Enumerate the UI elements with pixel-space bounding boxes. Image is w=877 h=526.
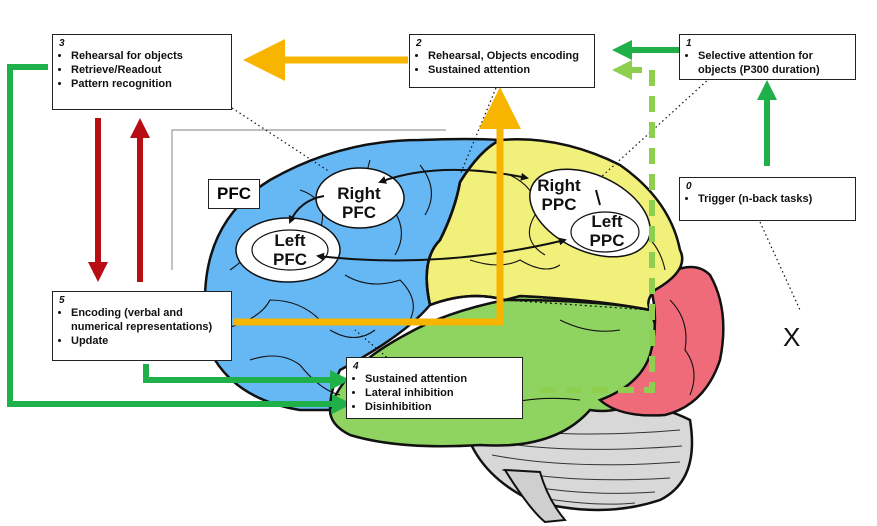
left-pfc-label: Left PFC bbox=[254, 231, 326, 269]
box-2-item: Sustained attention bbox=[428, 63, 588, 77]
box-4-item: Lateral inhibition bbox=[365, 386, 516, 400]
right-to-left-pfc-arrow bbox=[288, 195, 325, 224]
box-5-item: Update bbox=[71, 334, 225, 348]
box-4-sustained-attention: 4 Sustained attention Lateral inhibition… bbox=[346, 357, 523, 419]
box-5-encoding: 5 Encoding (verbal and numerical represe… bbox=[52, 291, 232, 361]
left-pfc-label-line2: PFC bbox=[273, 250, 307, 269]
box-3-item: Rehearsal for objects bbox=[71, 49, 225, 63]
box-1-number: 1 bbox=[686, 38, 692, 49]
box-5-item: Encoding (verbal and numerical represent… bbox=[71, 306, 225, 334]
box-0-item: Trigger (n-back tasks) bbox=[698, 192, 849, 206]
box-3-number: 3 bbox=[59, 38, 65, 49]
right-pfc-label-line1: Right bbox=[337, 184, 381, 203]
occipital-lobe bbox=[597, 265, 725, 417]
right-ppc-label-line1: Right bbox=[537, 176, 581, 195]
right-ppc-label: Right PPC bbox=[524, 176, 594, 214]
brainstem bbox=[503, 468, 567, 524]
right-pfc-label: Right PFC bbox=[322, 184, 396, 222]
pfc-ppc-lower-arrow bbox=[316, 237, 567, 262]
box-4-item: Disinhibition bbox=[365, 400, 516, 414]
box-3-rehearsal-objects: 3 Rehearsal for objects Retrieve/Readout… bbox=[52, 34, 232, 110]
lateral-fissure bbox=[429, 294, 651, 312]
left-pfc-label-line1: Left bbox=[274, 231, 306, 250]
leader-lines bbox=[231, 77, 801, 361]
box-2-rehearsal-encoding: 2 Rehearsal, Objects encoding Sustained … bbox=[409, 34, 595, 88]
green-arrows bbox=[7, 40, 777, 414]
box-5-number: 5 bbox=[59, 295, 65, 306]
box-4-number: 4 bbox=[353, 361, 359, 372]
left-ppc-label-line2: PPC bbox=[589, 231, 625, 250]
right-pfc-label-line2: PFC bbox=[342, 203, 376, 222]
frame-line bbox=[171, 129, 446, 270]
x-mark: X bbox=[783, 322, 801, 352]
right-ppc-label-line2: PPC bbox=[541, 195, 577, 214]
left-ppc-label: Left PPC bbox=[572, 212, 642, 250]
box-0-trigger: 0 Trigger (n-back tasks) bbox=[679, 177, 856, 221]
box-3-item: Retrieve/Readout bbox=[71, 63, 225, 77]
ppc-inner-arrow bbox=[595, 189, 601, 206]
box-4-item: Sustained attention bbox=[365, 372, 516, 386]
central-sulcus bbox=[425, 138, 501, 306]
box-2-number: 2 bbox=[416, 38, 422, 49]
pfc-ppc-upper-arrow bbox=[378, 168, 529, 184]
red-arrows bbox=[88, 118, 150, 282]
yellow-arrow-5-to-2 bbox=[233, 87, 521, 326]
left-ppc-oval bbox=[570, 211, 640, 253]
box-1-selective-attention: 1 Selective attention for objects (P300 … bbox=[679, 34, 856, 80]
box-3-item: Pattern recognition bbox=[71, 77, 225, 91]
pfc-label: PFC bbox=[208, 179, 260, 209]
temporal-parietal-border bbox=[504, 299, 651, 311]
left-ppc-label-line1: Left bbox=[591, 212, 623, 231]
box-1-item: Selective attention for objects (P300 du… bbox=[698, 49, 849, 77]
box-2-item: Rehearsal, Objects encoding bbox=[428, 49, 588, 63]
lightgreen-dashed-arrow bbox=[540, 60, 655, 393]
box-0-number: 0 bbox=[686, 181, 692, 192]
